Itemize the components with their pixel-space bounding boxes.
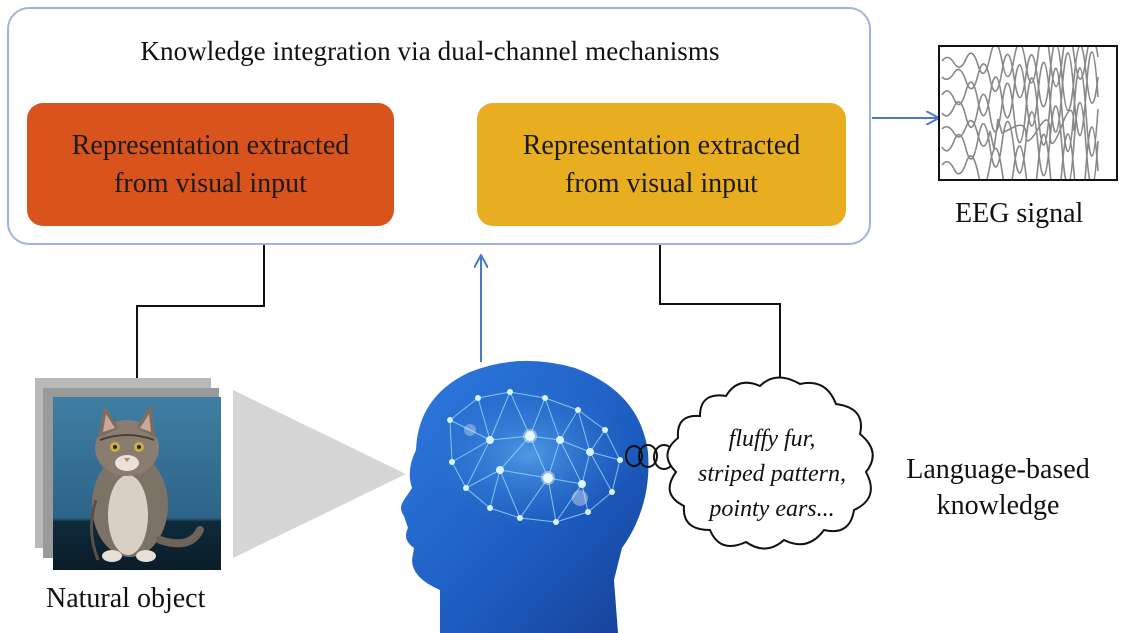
language-connector-arrow [660,234,781,392]
panel-title: Knowledge integration via dual-channel m… [140,36,720,66]
thought-line-1: fluffy fur, [728,426,816,452]
projection-cone [233,390,406,558]
language-knowledge-label: Language-based knowledge [878,452,1118,524]
thought-line-3: pointy ears... [709,496,835,522]
eeg-waveforms [941,47,1099,179]
eeg-signal-plot [938,45,1118,181]
language-box-line2: from visual input [565,167,758,199]
natural-object-label: Natural object [46,583,206,614]
thought-text: fluffy fur, striped pattern, pointy ears… [672,422,872,527]
visual-box-line1: Representation extracted [71,129,350,161]
language-box-line1: Representation extracted [522,129,801,161]
thought-cloud [666,376,874,550]
visual-box-line2: from visual input [114,167,307,199]
language-knowledge-line2: knowledge [936,490,1060,521]
language-knowledge-line1: Language-based [906,454,1090,485]
visual-connector-arrow [136,234,264,380]
image-stack [35,378,221,570]
visual-representation-box: Representation extracted from visual inp… [27,103,394,226]
language-representation-box: Representation extracted from visual inp… [477,103,846,226]
eeg-signal-label: EEG signal [955,198,1084,229]
head-silhouette [401,360,649,633]
kitten-photo [90,404,204,562]
thought-line-2: striped pattern, [698,461,846,487]
